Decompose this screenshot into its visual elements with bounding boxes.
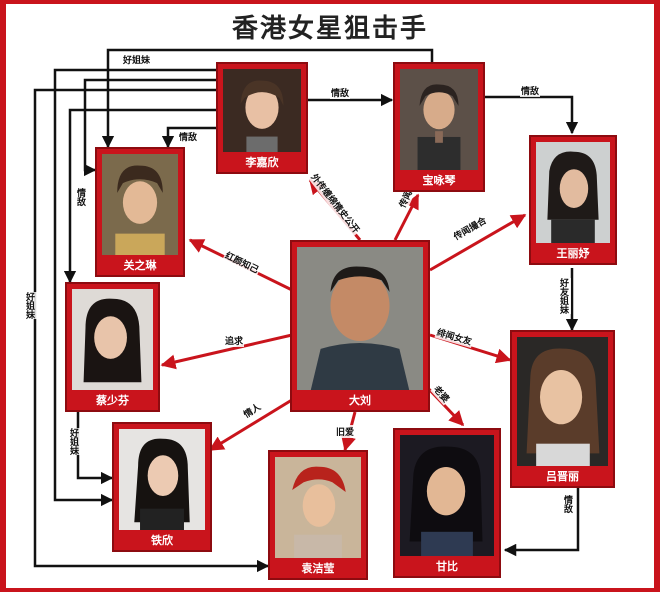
arrow-yue-to-tie <box>78 412 112 478</box>
label-top-loop: 好姐妹 <box>122 53 151 66</box>
portrait-photo <box>297 247 423 390</box>
person-name: 蔡少芬 <box>67 392 158 408</box>
person-card-wang-lixin[interactable]: 王丽妤 <box>529 135 617 265</box>
portrait-photo <box>119 429 205 530</box>
label-left-vertical-2: 好姐妹 <box>22 292 37 319</box>
person-name: 大刘 <box>292 392 428 408</box>
person-name: 铁欣 <box>114 532 210 548</box>
portrait-photo <box>72 289 153 390</box>
arrow-bao-to-wang <box>482 97 572 133</box>
portrait-photo <box>400 69 478 170</box>
label-center-to-xiong: 旧爱 <box>335 425 355 438</box>
portrait-photo <box>400 435 494 556</box>
portrait-photo <box>275 457 361 558</box>
label-bao-to-wang: 情敌 <box>520 84 540 97</box>
person-card-li-jiaxin[interactable]: 李嘉欣 <box>216 62 308 174</box>
label-yue-to-tie: 好姐妹 <box>66 428 81 455</box>
portrait-photo <box>223 69 301 152</box>
person-card-yue-shaofen[interactable]: 蔡少芬 <box>65 282 160 412</box>
person-card-bao-yunxing[interactable]: 宝咏琴 <box>393 62 485 192</box>
person-card-center[interactable]: 大刘 <box>290 240 430 412</box>
person-card-lv-fangjie[interactable]: 吕晋丽 <box>510 330 615 488</box>
person-name: 关之琳 <box>97 257 183 273</box>
portrait-photo <box>536 142 610 243</box>
portrait-photo <box>517 337 608 466</box>
person-name: 王丽妤 <box>531 245 615 261</box>
label-li-to-guan: 情敌 <box>178 130 198 143</box>
label-left-vertical-1: 情敌 <box>73 188 88 206</box>
label-wang-to-lv: 好友姐妹 <box>556 278 571 314</box>
portrait-photo <box>102 154 178 255</box>
person-name: 宝咏琴 <box>395 172 483 188</box>
person-name: 甘比 <box>395 558 499 574</box>
person-card-gan-bi[interactable]: 甘比 <box>393 428 501 578</box>
person-card-tie-xin[interactable]: 铁欣 <box>112 422 212 552</box>
person-card-xiong-ying[interactable]: 袁洁莹 <box>268 450 368 580</box>
person-name: 李嘉欣 <box>218 154 306 170</box>
label-lv-to-gan: 情敌 <box>560 495 575 513</box>
label-center-to-yue: 追求 <box>224 334 244 347</box>
person-card-guan-zhilin[interactable]: 关之琳 <box>95 147 185 277</box>
person-name: 袁洁莹 <box>270 560 366 576</box>
label-li-to-bao: 情敌 <box>330 86 350 99</box>
person-name: 吕晋丽 <box>512 468 613 484</box>
